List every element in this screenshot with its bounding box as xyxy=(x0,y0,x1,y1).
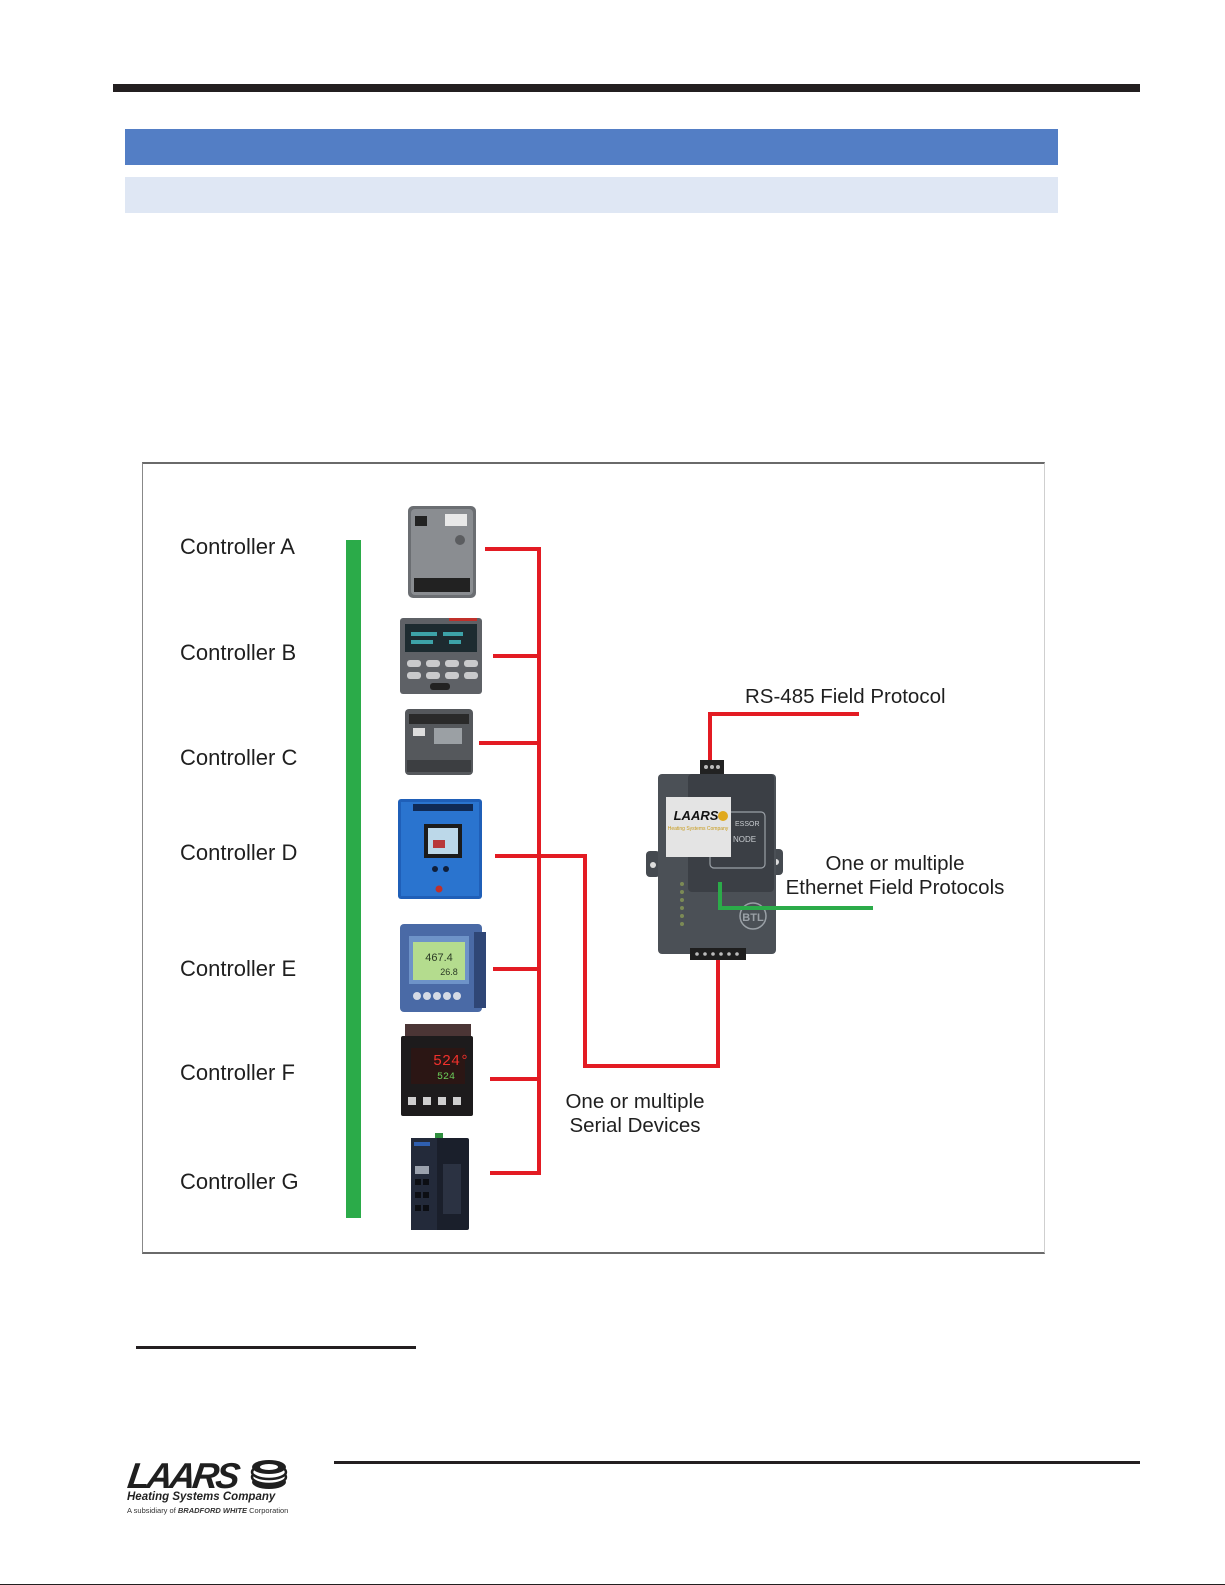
rs485-field-line xyxy=(708,712,859,762)
logo-coil-icon xyxy=(250,1460,288,1489)
logo-tagline: Heating Systems Company xyxy=(127,1491,276,1503)
controller-a-device-icon xyxy=(408,506,476,598)
controller-b-label: Controller B xyxy=(180,640,297,665)
ethernet-protocols-label: One or multiple Ethernet Field Protocols xyxy=(785,852,1005,899)
svg-text:Heating Systems Company: Heating Systems Company xyxy=(668,826,729,832)
controller-e-reading: 467.4 xyxy=(425,952,453,964)
controller-f-label: Controller F xyxy=(180,1060,295,1085)
network-diagram: 467.4 26.8 524° 524 xyxy=(142,462,1045,1254)
serial-to-gateway-line xyxy=(539,854,720,1068)
controller-d-label: Controller D xyxy=(180,840,298,865)
svg-text:524: 524 xyxy=(437,1072,455,1083)
gateway-brand-label: LAARS xyxy=(674,808,719,823)
serial-trunk-line xyxy=(485,547,541,1175)
controller-f-reading: 524° xyxy=(433,1053,469,1070)
controller-e-label: Controller E xyxy=(180,956,297,981)
controller-g-label: Controller G xyxy=(180,1169,299,1194)
controller-g-device-icon xyxy=(411,1133,469,1230)
controller-bus-line xyxy=(346,540,361,1218)
svg-text:26.8: 26.8 xyxy=(440,967,458,977)
top-rule xyxy=(113,84,1140,92)
serial-bus-lines xyxy=(479,547,859,1175)
rs485-protocol-label: RS-485 Field Protocol xyxy=(745,685,946,708)
section-subtitle-bar xyxy=(125,177,1058,213)
controller-d-device-icon xyxy=(398,799,482,899)
gateway-side-text: ESSOR xyxy=(735,821,760,828)
footnote-rule xyxy=(136,1346,416,1349)
controller-c-device-icon xyxy=(405,709,473,775)
section-title-bar xyxy=(125,129,1058,165)
laars-logo: LAARS Heating Systems Company A subsidia… xyxy=(125,1455,296,1521)
svg-text:NODE: NODE xyxy=(733,835,756,844)
controller-f-device-icon: 524° 524 xyxy=(401,1024,473,1116)
gateway-device-icon: ESSOR NODE LAARS Heating Systems Company… xyxy=(646,760,783,960)
footer-rule xyxy=(334,1461,1140,1464)
ethernet-field-line xyxy=(718,882,873,910)
serial-devices-label: One or multiple Serial Devices xyxy=(565,1090,705,1137)
svg-text:BTL: BTL xyxy=(742,912,764,924)
controller-c-label: Controller C xyxy=(180,745,298,770)
logo-subsidiary: A subsidiary of BRADFORD WHITE Corporati… xyxy=(127,1506,289,1515)
controller-a-label: Controller A xyxy=(180,534,295,559)
controller-e-device-icon: 467.4 26.8 xyxy=(400,924,486,1012)
btl-mark-icon xyxy=(739,902,767,930)
controller-b-device-icon xyxy=(400,618,482,694)
diagram-canvas: 467.4 26.8 524° 524 xyxy=(346,506,873,1230)
